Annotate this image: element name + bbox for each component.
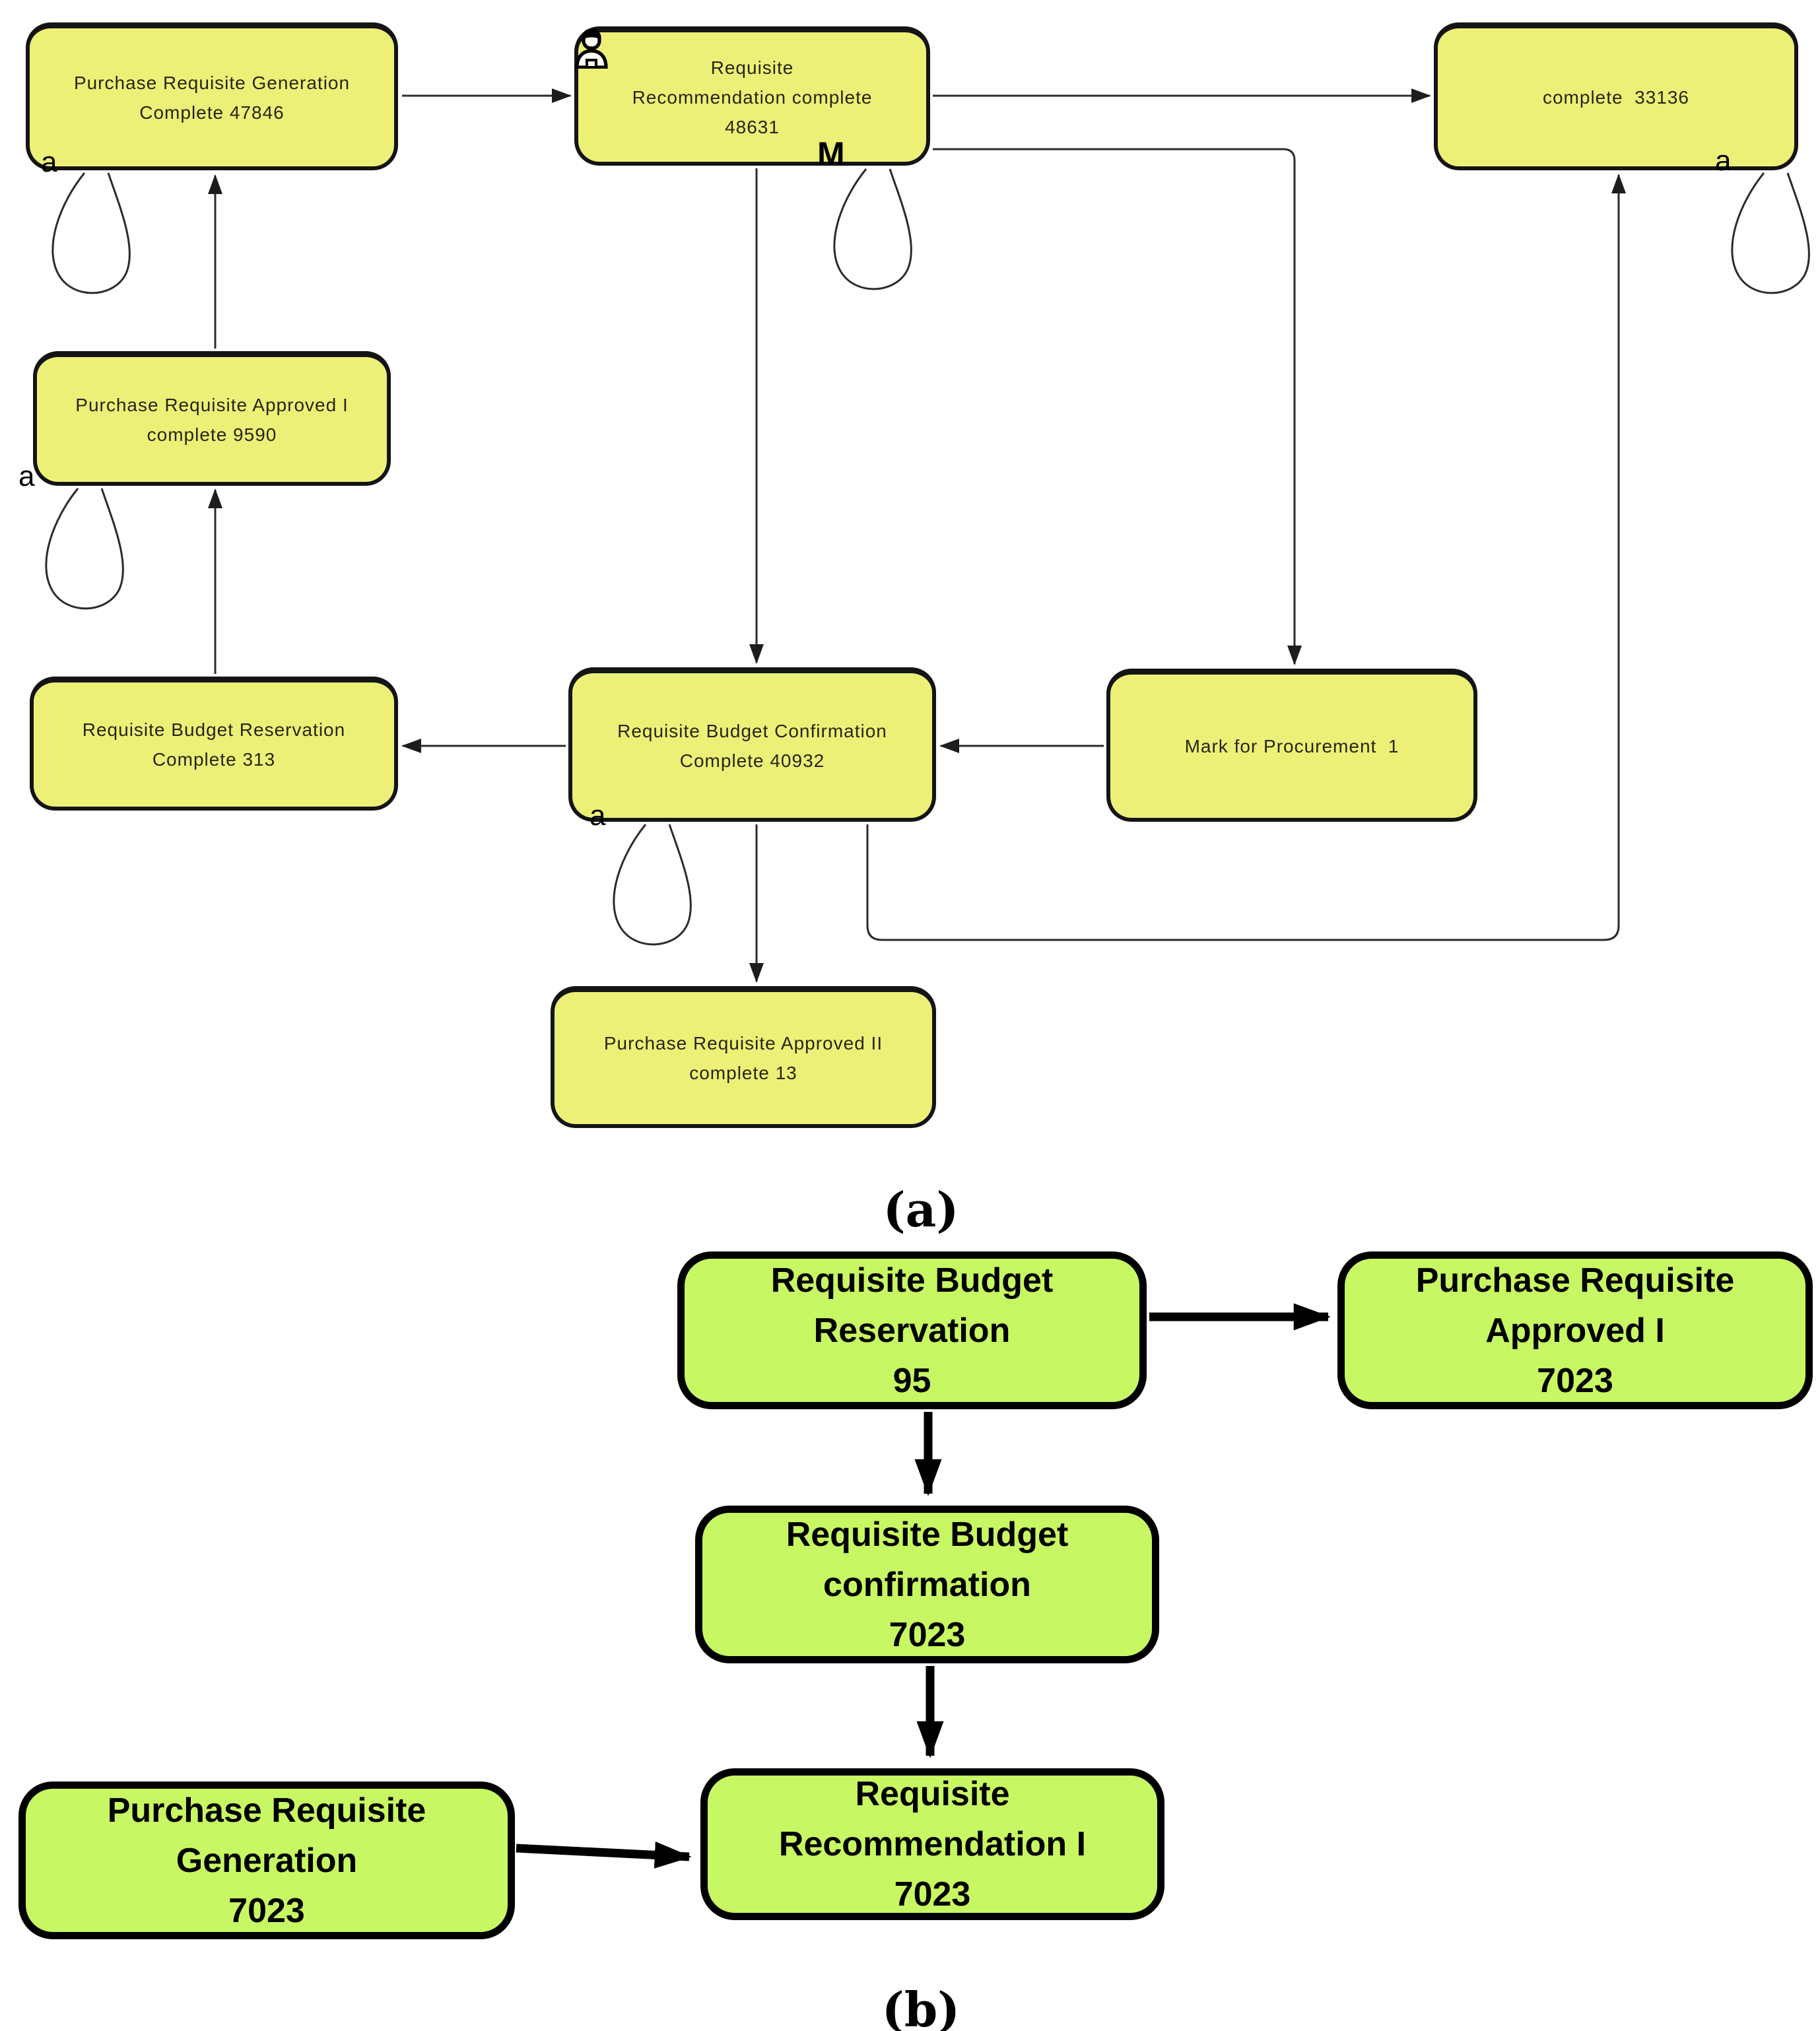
corner-letter-approved1: a: [18, 460, 35, 492]
node-label-line: Purchase Requisite Generation: [73, 72, 351, 93]
node-label-line: Requisite Budget Reservation: [770, 1261, 1063, 1350]
node-a-purchase-requisite-approved-1: Purchase Requisite Approved I complete 9…: [33, 351, 391, 486]
node-label-line: 7023: [894, 1875, 971, 1914]
node-label-line: complete 9590: [147, 424, 277, 445]
edge-recommendation-to-mark: [933, 148, 1302, 665]
corner-letter-complete: a: [1715, 145, 1732, 177]
node-label-line: Recommendation complete: [632, 86, 873, 108]
person-icon: [573, 26, 610, 69]
node-label-line: complete 13: [689, 1063, 797, 1083]
self-loop-confirmation: [613, 823, 692, 946]
edge-b-generation-to-recommendation: [516, 1841, 692, 1869]
edge-confirmation-to-complete: [866, 174, 1626, 941]
corner-letter-generation: a: [41, 146, 57, 178]
node-a-purchase-requisite-generation: Purchase Requisite Generation Complete 4…: [26, 22, 398, 170]
node-b-requisite-budget-reservation: Requisite Budget Reservation 95: [677, 1251, 1147, 1409]
node-b-requisite-budget-confirmation: Requisite Budget confirmation 7023: [695, 1506, 1159, 1663]
node-label-line: confirmation: [823, 1565, 1031, 1604]
node-label-line: Requisite Recommendation I: [778, 1775, 1087, 1863]
corner-letter-recommendation: M: [817, 135, 845, 172]
node-label-line: Complete 313: [152, 749, 276, 770]
node-label-line: Requisite: [710, 57, 794, 78]
self-loop-generation: [51, 172, 131, 294]
corner-letter-confirmation: a: [590, 799, 606, 832]
node-a-requisite-recommendation: Requisite Recommendation complete 48631: [574, 26, 930, 166]
node-label-line: Purchase Requisite Approved I: [75, 394, 349, 415]
node-b-purchase-requisite-approved-1: Purchase Requisite Approved I 7023: [1337, 1251, 1813, 1409]
node-b-purchase-requisite-generation: Purchase Requisite Generation 7023: [18, 1781, 515, 1939]
node-a-requisite-budget-confirmation: Requisite Budget Confirmation Complete 4…: [568, 667, 936, 822]
caption-panel-b: (b): [881, 1981, 961, 2031]
node-label-line: 7023: [889, 1615, 966, 1654]
node-label-line: 7023: [228, 1891, 305, 1930]
node-label-line: Requisite Budget Confirmation: [617, 720, 887, 741]
node-label-line: Complete 47846: [139, 102, 285, 123]
caption-panel-a: (a): [883, 1182, 959, 1238]
node-label-line: Purchase Requisite Generation: [107, 1791, 436, 1880]
node-label-line: complete 33136: [1542, 87, 1690, 108]
node-a-mark-for-procurement: Mark for Procurement 1: [1106, 669, 1477, 822]
node-b-requisite-recommendation-1: Requisite Recommendation I 7023: [700, 1768, 1164, 1920]
node-a-complete: complete 33136: [1434, 22, 1798, 170]
self-loop-complete: [1731, 172, 1810, 294]
node-label-line: Requisite Budget Reservation: [82, 719, 346, 740]
node-label-line: Purchase Requisite Approved I: [1415, 1261, 1743, 1350]
node-label-line: Requisite Budget: [786, 1515, 1069, 1554]
node-label-line: 48631: [725, 116, 780, 137]
node-label-line: 95: [893, 1361, 931, 1400]
node-label-line: Complete 40932: [679, 750, 825, 771]
node-a-requisite-budget-reservation: Requisite Budget Reservation Complete 31…: [30, 677, 398, 811]
node-label-line: Purchase Requisite Approved II: [603, 1033, 883, 1053]
node-label-line: 7023: [1537, 1361, 1613, 1400]
node-label-line: Mark for Procurement 1: [1184, 736, 1399, 756]
node-a-purchase-requisite-approved-2: Purchase Requisite Approved II complete …: [551, 986, 936, 1128]
self-loop-recommendation: [833, 168, 912, 290]
self-loop-approved1: [45, 487, 124, 610]
